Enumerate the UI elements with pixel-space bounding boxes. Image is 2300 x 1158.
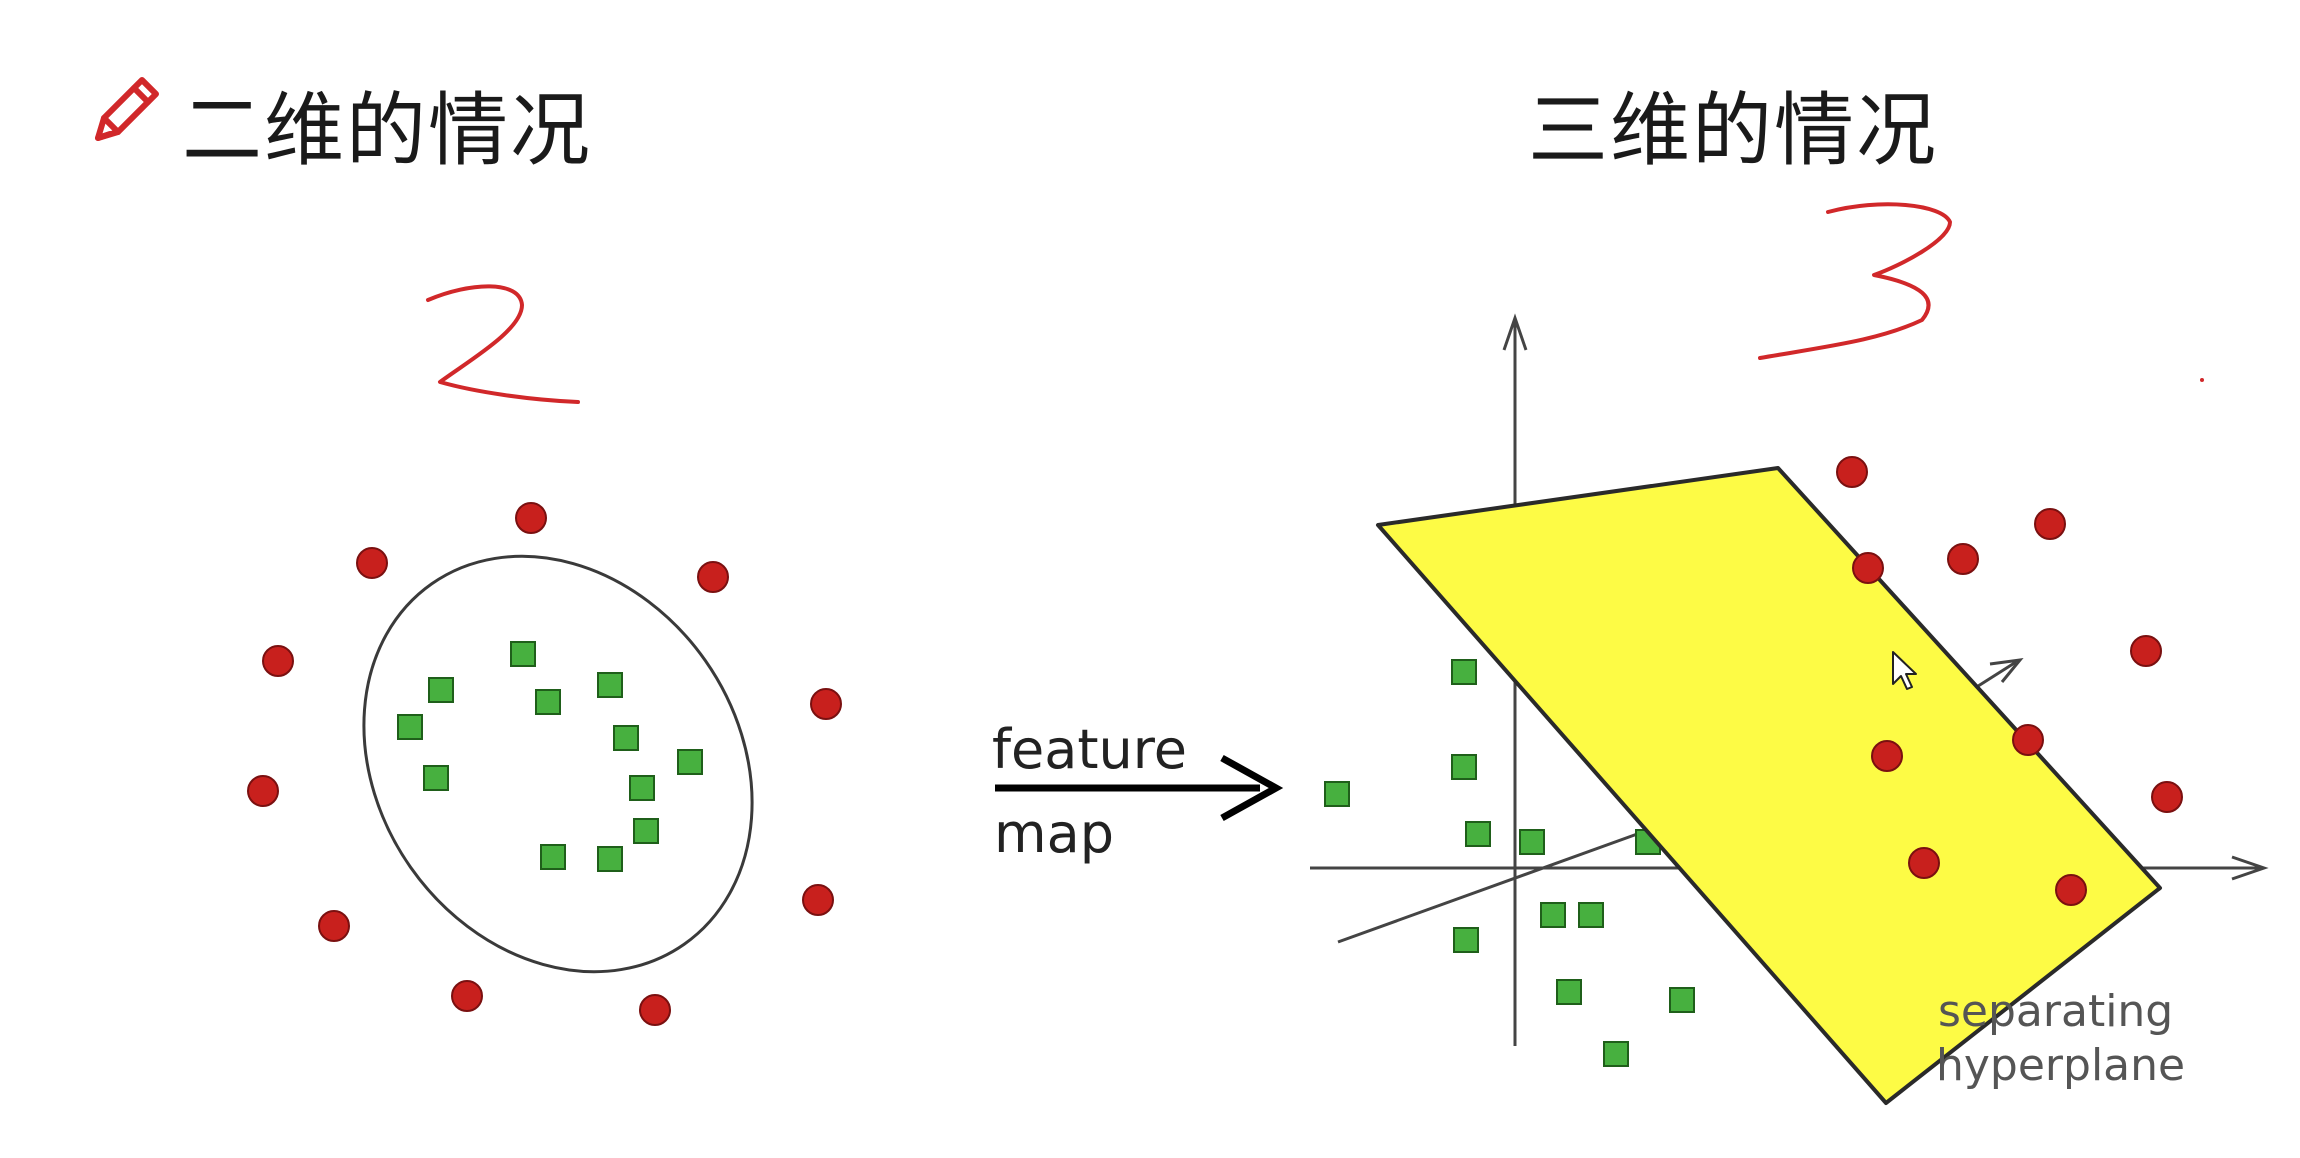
hyperplane-label-line1: separating (1938, 986, 2173, 1037)
points-3d-red (1836, 456, 2183, 906)
red-point (697, 561, 729, 593)
red-point (515, 502, 547, 534)
red-point (247, 775, 279, 807)
red-point (639, 994, 671, 1026)
green-point (677, 749, 703, 775)
green-point (633, 818, 659, 844)
red-point (1947, 543, 1979, 575)
red-point (2012, 724, 2044, 756)
green-point (1451, 659, 1477, 685)
red-point (318, 910, 350, 942)
green-point (613, 725, 639, 751)
decision-ellipse (362, 554, 754, 974)
green-point (423, 765, 449, 791)
arrow-label-feature: feature (992, 718, 1187, 781)
arrow-label-map: map (994, 802, 1114, 865)
green-point (1451, 754, 1477, 780)
plot-3d: separating hyperplane (1310, 313, 2269, 1105)
pen-dot (2200, 378, 2204, 382)
plot-2d (247, 502, 842, 1026)
red-point (262, 645, 294, 677)
green-point (597, 672, 623, 698)
green-point (1540, 902, 1566, 928)
feature-map-arrow: feature map (992, 718, 1284, 865)
red-point (2034, 508, 2066, 540)
green-point (1324, 781, 1350, 807)
red-point (802, 884, 834, 916)
red-point (1852, 552, 1884, 584)
green-point (535, 689, 561, 715)
left-title: 二维的情况 (182, 84, 592, 177)
green-point (1603, 1041, 1629, 1067)
green-point (540, 844, 566, 870)
green-point (428, 677, 454, 703)
red-point (810, 688, 842, 720)
right-title: 三维的情况 (1528, 84, 1938, 177)
red-point (2151, 781, 2183, 813)
separating-hyperplane (1376, 466, 2162, 1105)
red-point (1871, 740, 1903, 772)
points-2d-green (397, 641, 703, 872)
hyperplane-label-line2: hyperplane (1936, 1040, 2185, 1091)
pencil-icon (95, 77, 159, 141)
green-point (1669, 987, 1695, 1013)
points-3d-green (1324, 659, 1695, 1067)
red-point (356, 547, 388, 579)
green-point (397, 714, 423, 740)
mouse-cursor-icon (1892, 651, 1917, 690)
green-point (1453, 927, 1479, 953)
y-axis (1337, 813, 1691, 944)
green-point (510, 641, 536, 667)
green-point (1519, 829, 1545, 855)
handwritten-two (426, 284, 580, 404)
green-point (1465, 821, 1491, 847)
handwritten-three (1758, 202, 1952, 360)
red-point (1836, 456, 1868, 488)
red-point (2130, 635, 2162, 667)
green-point (629, 775, 655, 801)
red-point (2055, 874, 2087, 906)
arrow-head (1220, 754, 1284, 822)
green-point (597, 846, 623, 872)
points-2d-red (247, 502, 842, 1026)
red-point (1908, 847, 1940, 879)
red-point (451, 980, 483, 1012)
green-point (1556, 979, 1582, 1005)
green-point (1578, 902, 1604, 928)
